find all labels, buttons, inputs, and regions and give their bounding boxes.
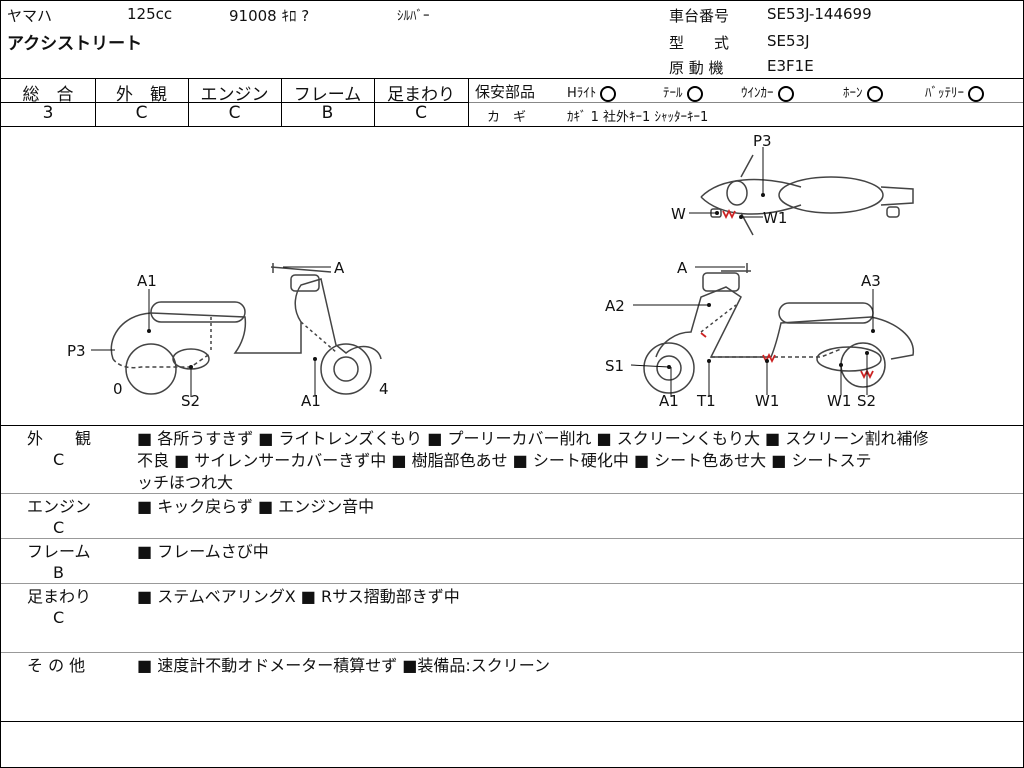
divider: [1, 721, 1023, 722]
scooter-top-view: [700, 154, 914, 236]
diagram-label: P3: [753, 132, 772, 150]
diagram-label: W1: [755, 392, 779, 410]
divider: [1, 102, 469, 103]
safety-item-tail: ﾃｰﾙ: [663, 82, 707, 102]
diagram-label: A1: [137, 272, 157, 290]
status-ok-icon: [866, 85, 883, 102]
divider: [1, 652, 1023, 653]
safety-item-headlight: Hﾗｲﾄ: [567, 82, 620, 102]
damage-diagram: A1 A P3 0 S2 A1 4 A A2 A3 S1 A1 T1 W1 W1…: [67, 132, 914, 410]
engine-grade: C: [228, 103, 241, 123]
remark-label-suspension: 足まわり: [27, 587, 92, 606]
diagram-label: W1: [827, 392, 851, 410]
color: ｼﾙﾊﾞｰ: [397, 9, 430, 24]
divider: [95, 78, 96, 126]
diagram-label: A3: [861, 272, 881, 290]
diagram-label: S2: [857, 392, 876, 410]
damage-marks: [700, 208, 874, 380]
safety-item-battery: ﾊﾞｯﾃﾘｰ: [925, 82, 988, 102]
diagram-label: W: [671, 205, 686, 223]
diagram-label: W1: [763, 209, 787, 227]
divider: [1, 126, 1023, 127]
status-ok-icon: [686, 85, 703, 102]
remark-label-frame: フレーム: [27, 542, 91, 561]
divider: [188, 78, 189, 126]
engine-label: エンジン: [200, 85, 269, 105]
exterior-label: 外 観: [116, 85, 167, 105]
remark-grade-engine: C: [53, 518, 65, 537]
status-ok-icon: [600, 85, 617, 102]
maker: ヤマハ: [7, 7, 53, 25]
status-ok-icon: [777, 85, 794, 102]
remark-label-engine: エンジン: [27, 497, 92, 516]
frame-no-label: 車台番号: [669, 7, 730, 25]
exterior-grade: C: [135, 103, 148, 123]
divider: [469, 102, 1023, 103]
diagram-label: A2: [605, 297, 625, 315]
remark-grade-frame: B: [53, 563, 64, 582]
frame-no: SE53J-144699: [767, 5, 872, 23]
diagram-label: A: [334, 259, 345, 277]
divider: [1, 493, 1023, 494]
diagram-label: 0: [113, 380, 123, 398]
divider: [1, 583, 1023, 584]
suspension-grade: C: [415, 103, 427, 123]
divider: [1, 425, 1023, 426]
remark-line: ッチほつれ大: [137, 473, 234, 492]
mileage: 91008 ｷﾛ ?: [229, 7, 310, 25]
remark-grade-suspension: C: [53, 608, 65, 627]
diagram-label: P3: [67, 342, 86, 360]
suspension-label: 足まわり: [387, 85, 455, 105]
remark-line: ■ 速度計不動オドメーター積算せず ■装備品:スクリーン: [137, 656, 550, 675]
diagram-label: S1: [605, 357, 624, 375]
diagram-label: A1: [659, 392, 679, 410]
engine-model-label: 原 動 機: [669, 59, 724, 77]
diagram-label: T1: [696, 392, 716, 410]
total-grade: 3: [42, 103, 54, 123]
remark-grade-exterior: C: [53, 450, 65, 469]
remark-line: ■ 各所うすきず ■ ライトレンズくもり ■ プーリーカバー削れ ■ スクリーン…: [137, 429, 929, 448]
divider: [468, 78, 469, 126]
diagram-label: A: [677, 259, 688, 277]
key-value: ｶｷﾞ 1 社外ｷｰ1 ｼｬｯﾀｰｷｰ1: [567, 110, 709, 125]
status-ok-icon: [968, 85, 984, 102]
model-name: アクシストリート: [7, 34, 143, 54]
diagram-label: 4: [379, 380, 389, 398]
remark-label-exterior: 外 観: [27, 429, 92, 448]
safety-item-horn: ﾎｰﾝ: [843, 82, 887, 102]
safety-item-winker: ｳｲﾝｶｰ: [741, 82, 798, 102]
divider: [1, 538, 1023, 539]
type-value: SE53J: [767, 32, 810, 50]
safety-parts-label: 保安部品: [475, 83, 536, 101]
frame-grade: B: [321, 103, 334, 123]
displacement: 125cc: [127, 5, 173, 23]
diagram-label: A1: [301, 392, 321, 410]
divider: [281, 78, 282, 126]
scooter-left-view: [110, 263, 382, 395]
remark-line: ■ ステムベアリングX ■ Rサス摺動部きず中: [137, 587, 460, 606]
divider: [1, 78, 1023, 79]
total-label: 総 合: [22, 85, 74, 105]
remark-line: ■ キック戻らず ■ エンジン音中: [137, 497, 375, 516]
divider: [374, 78, 375, 126]
frame-label: フレーム: [293, 85, 362, 105]
remark-line: 不良 ■ サイレンサーカバーきず中 ■ 樹脂部色あせ ■ シート硬化中 ■ シー…: [137, 451, 872, 470]
engine-model: E3F1E: [767, 57, 814, 75]
type-label: 型 式: [669, 34, 730, 52]
key-label: カ ギ: [487, 110, 527, 125]
diagram-label: S2: [181, 392, 200, 410]
remark-label-other: そ の 他: [27, 656, 86, 675]
remark-line: ■ フレームさび中: [137, 542, 269, 561]
